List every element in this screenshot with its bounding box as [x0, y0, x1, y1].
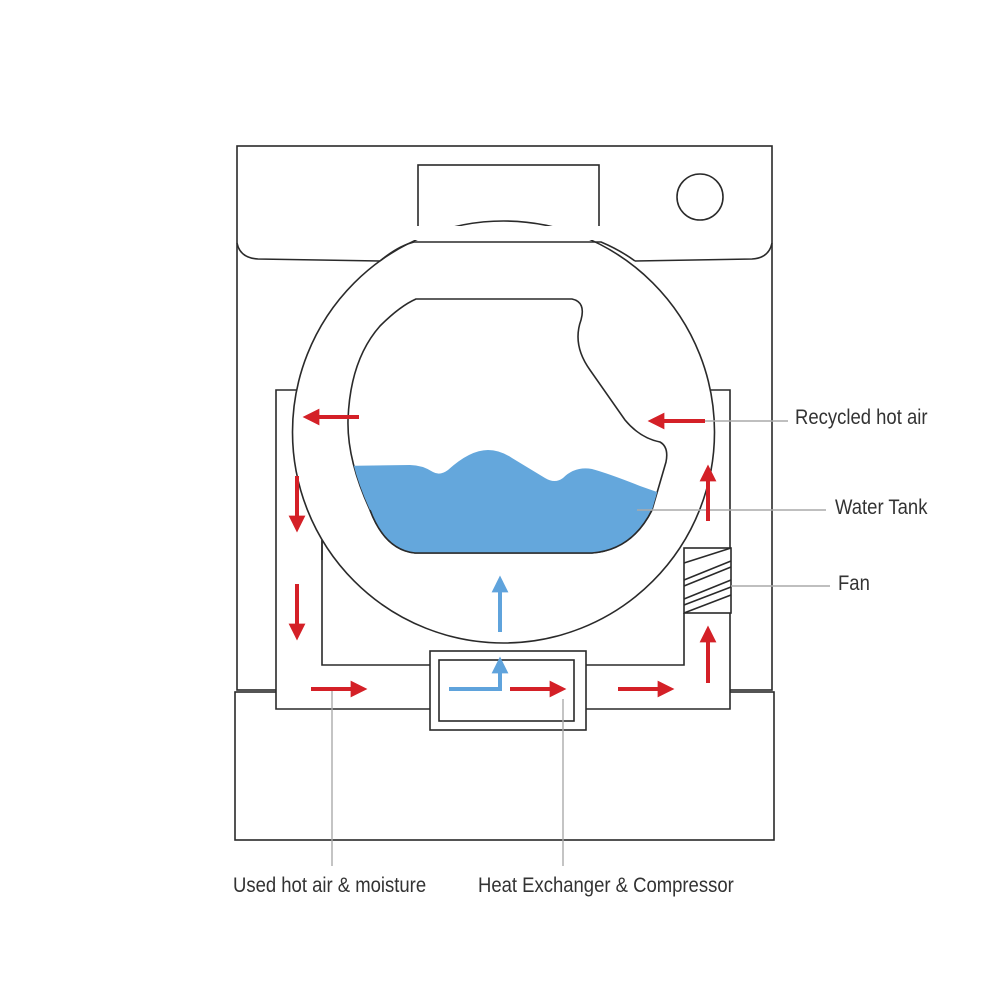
fan-blades	[683, 547, 732, 614]
label-water-tank: Water Tank	[835, 496, 928, 519]
label-used-hot-air: Used hot air & moisture	[233, 874, 427, 897]
control-knob	[676, 173, 724, 221]
duct-inner	[321, 540, 685, 666]
label-fan: Fan	[838, 572, 870, 595]
label-heat-exchanger: Heat Exchanger & Compressor	[478, 874, 734, 897]
label-recycled-hot-air: Recycled hot air	[795, 406, 928, 429]
water-tank	[347, 450, 667, 553]
control-panel-edge	[236, 242, 773, 262]
drum	[291, 220, 716, 644]
cool-air-arrow	[449, 656, 509, 691]
drum-top	[379, 241, 636, 262]
